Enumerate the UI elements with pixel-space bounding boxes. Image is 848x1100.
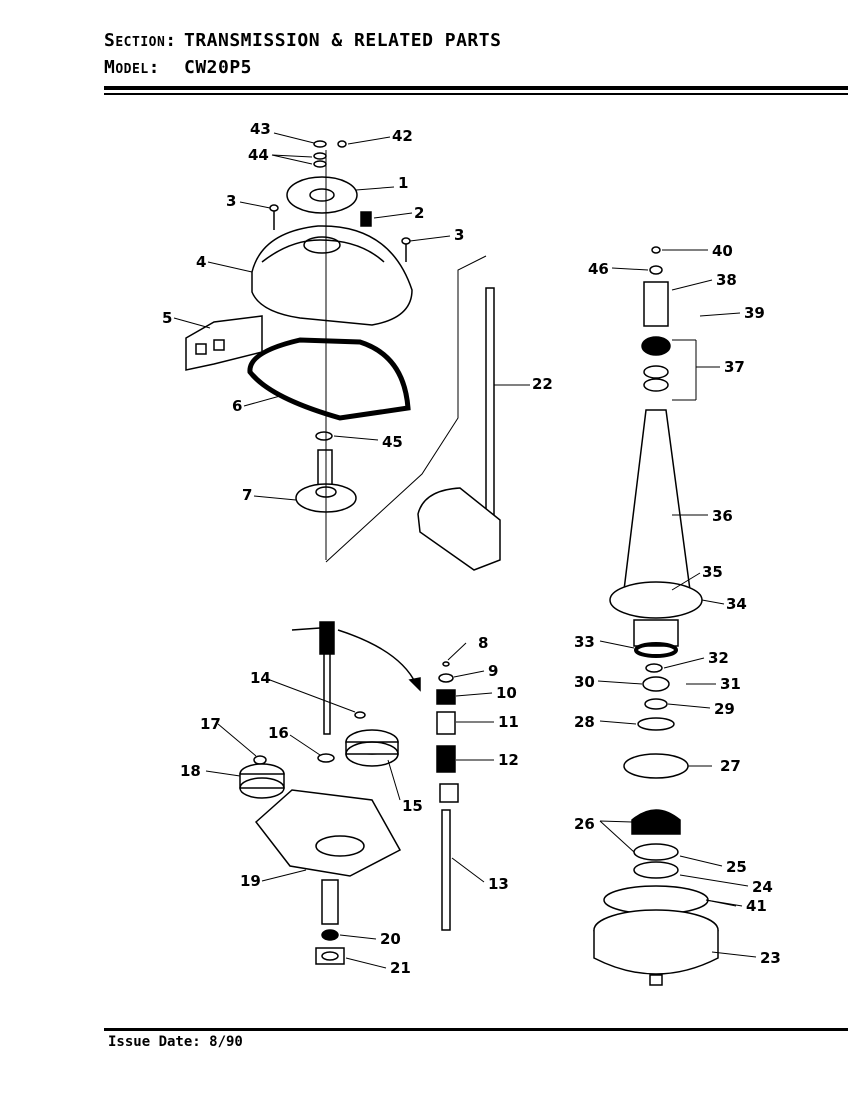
callout-22: 22 [532,375,553,393]
callout-8: 8 [478,634,488,652]
housing-19 [254,789,402,925]
seal-20 [321,929,339,941]
section-value: TRANSMISSION & RELATED PARTS [184,30,502,51]
callout-27: 27 [720,757,741,775]
callout-1: 1 [398,174,408,192]
callout-33: 33 [574,633,595,651]
callout-labels: 1 2 3 3 4 5 6 7 8 9 10 11 12 13 14 15 16… [162,120,781,977]
rod-22 [417,287,501,571]
callout-32: 32 [708,649,729,667]
callout-37: 37 [724,358,745,376]
callout-35: 35 [702,563,723,581]
section-key: Section: [104,30,177,51]
washer-43 [313,140,327,148]
callout-15: 15 [402,797,423,815]
model-key: Model: [104,57,160,78]
ring-45 [315,431,333,441]
callout-4: 4 [196,253,206,271]
model-value: CW20P5 [184,57,253,78]
callout-28: 28 [574,713,595,731]
section-header: Section: TRANSMISSION & RELATED PARTS [104,30,501,51]
callout-5: 5 [162,309,172,327]
callout-7: 7 [242,486,252,504]
footer-rule [104,1028,848,1031]
header-rule-thin [104,93,848,95]
plug-2 [360,211,372,227]
callout-36: 36 [712,507,733,525]
gasket-6 [247,337,411,421]
callout-42: 42 [392,127,413,145]
callout-3a: 3 [226,192,236,210]
gear-15 [317,711,399,767]
callout-19: 19 [240,872,261,890]
callout-6: 6 [232,397,242,415]
gear-18 [239,755,285,799]
callout-16: 16 [268,724,289,742]
screw-42 [337,140,347,148]
callout-43: 43 [250,120,271,138]
callout-25: 25 [726,858,747,876]
callout-38: 38 [716,271,737,289]
callout-45: 45 [382,433,403,451]
washer-44 [313,152,327,168]
callout-3b: 3 [454,226,464,244]
callout-30: 30 [574,673,595,691]
callout-29: 29 [714,700,735,718]
screw-3-right [401,237,411,262]
callout-11: 11 [498,713,519,731]
callout-10: 10 [496,684,517,702]
callout-40: 40 [712,242,733,260]
leader-lines [173,132,757,969]
callout-18: 18 [180,762,201,780]
plate-1 [286,176,358,214]
callout-31: 31 [720,675,741,693]
callout-20: 20 [380,930,401,948]
callout-24: 24 [752,878,773,896]
right-column-stack [593,246,719,986]
screw-3-left [269,204,279,230]
callout-17: 17 [200,715,221,733]
callout-21: 21 [390,959,411,977]
callout-12: 12 [498,751,519,769]
callout-34: 34 [726,595,747,613]
callout-14: 14 [250,669,271,687]
callout-23: 23 [760,949,781,967]
callout-9: 9 [488,662,498,680]
bearing-21 [315,947,345,965]
cover-4 [251,225,413,326]
callout-46: 46 [588,260,609,278]
callout-44: 44 [248,146,269,164]
assembly-bracket-line [325,255,487,563]
pinion-stack [436,661,459,931]
callout-26: 26 [574,815,595,833]
issue-date: Issue Date: 8/90 [108,1034,243,1050]
callout-41: 41 [746,897,767,915]
header-rule-thick [104,86,848,90]
model-header: Model: CW20P5 [104,57,252,78]
callout-39: 39 [744,304,765,322]
drive-shaft-assembly [291,621,421,735]
callout-13: 13 [488,875,509,893]
callout-2: 2 [414,204,424,222]
